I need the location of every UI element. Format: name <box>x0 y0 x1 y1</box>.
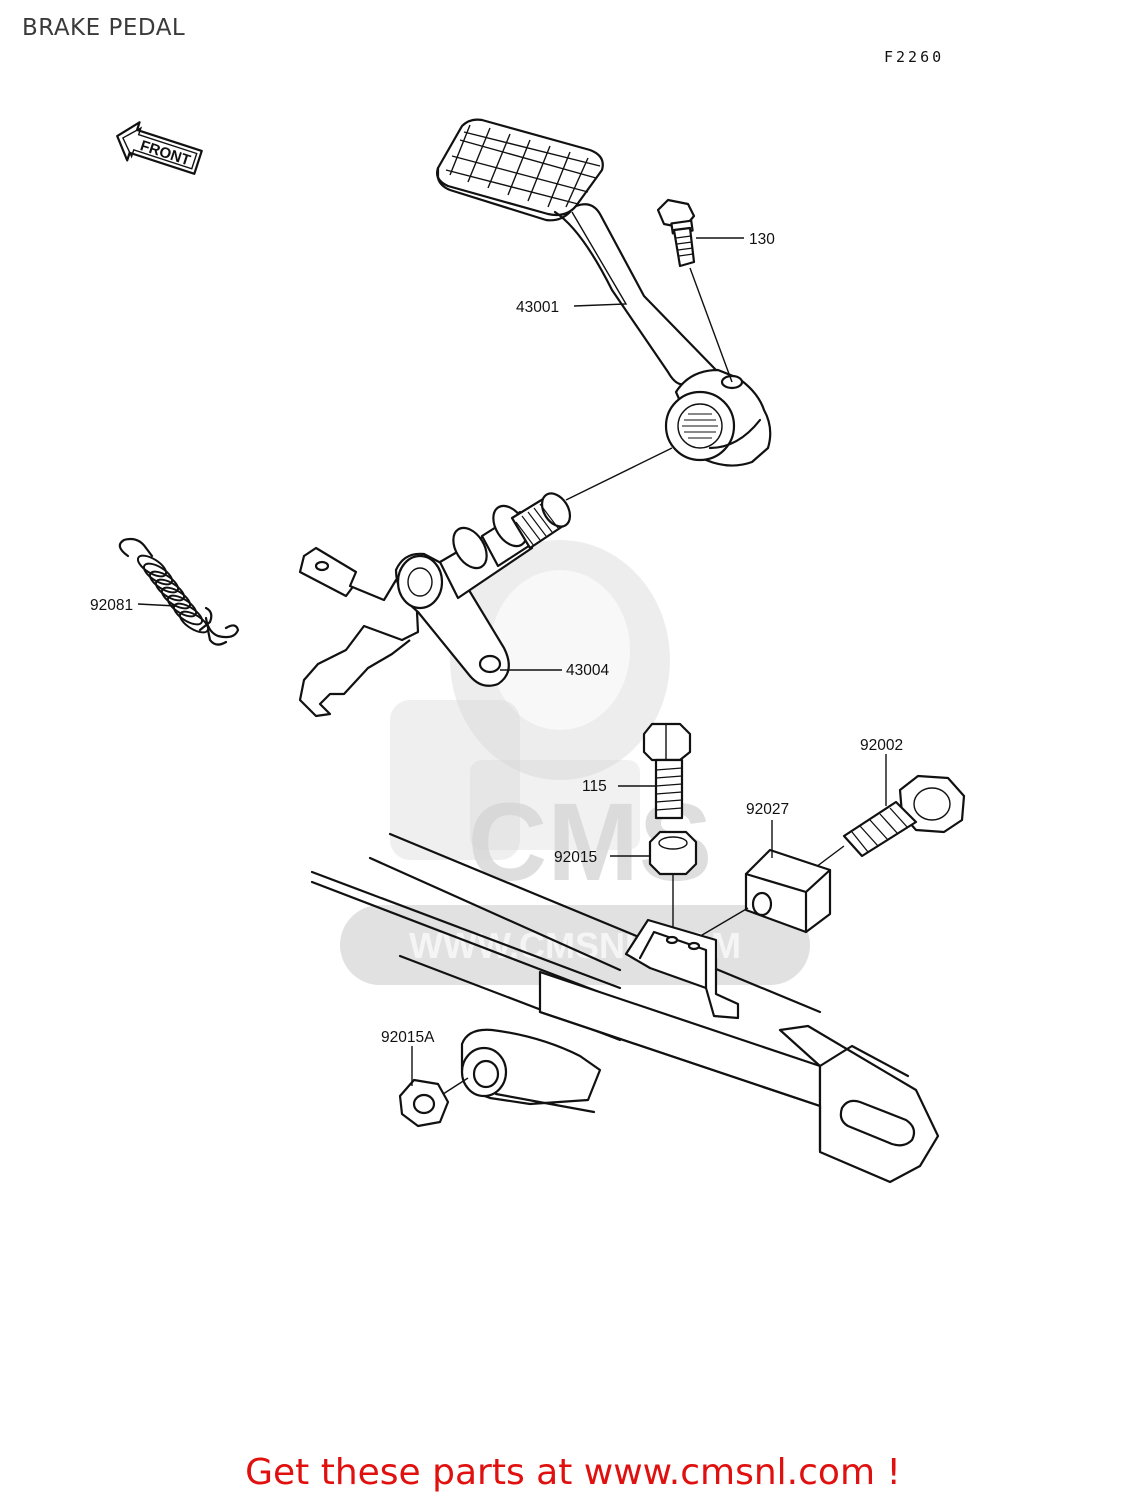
callout-92015: 92015 <box>554 849 597 866</box>
callout-43004: 43004 <box>566 662 609 679</box>
callout-115: 115 <box>582 778 607 795</box>
bolt-130 <box>656 198 733 383</box>
parts-diagram: CMS WWW.CMSNL.COM FRONT <box>90 118 966 1184</box>
callout-43001: 43001 <box>516 299 559 316</box>
brake-pedal-43001 <box>436 118 772 467</box>
nut-92015A <box>398 1078 450 1128</box>
callout-92027: 92027 <box>746 801 789 818</box>
page-title: BRAKE PEDAL <box>22 15 186 41</box>
collar-92027 <box>679 848 832 949</box>
callout-130: 130 <box>749 231 775 248</box>
brake-shaft-43004 <box>298 447 673 718</box>
callout-leaders <box>137 211 887 1086</box>
figure-code: F2260 <box>884 48 945 66</box>
swing-arm <box>310 832 940 1184</box>
callout-92015A: 92015A <box>381 1029 435 1046</box>
get-parts-link[interactable]: Get these parts at www.cmsnl.com ! <box>245 1452 901 1493</box>
return-spring-92081 <box>118 537 240 646</box>
bolt-115 <box>642 722 692 820</box>
callout-92002: 92002 <box>860 737 903 754</box>
front-arrow-icon: FRONT <box>116 121 203 175</box>
callout-92081: 92081 <box>90 597 133 614</box>
nut-92015 <box>648 830 698 930</box>
